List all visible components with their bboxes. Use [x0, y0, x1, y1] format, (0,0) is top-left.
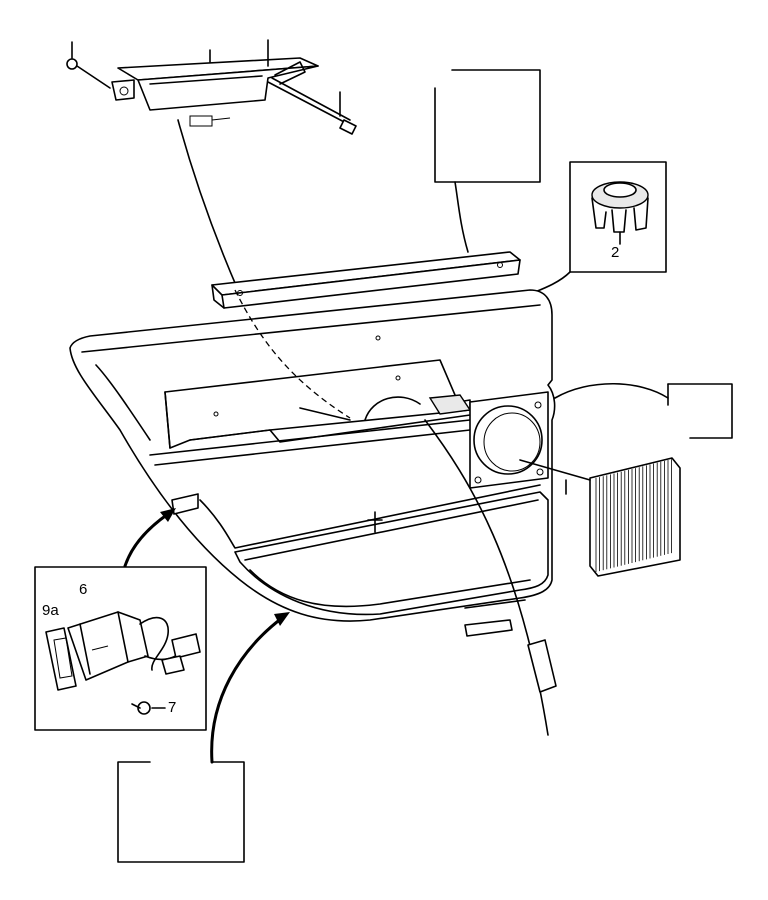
armrest-handle-assembly: [111, 39, 319, 127]
callout-box-top: [434, 69, 541, 253]
clip-inset-box: [534, 161, 667, 293]
long-bolt: [267, 77, 357, 135]
window-rail-strip: [211, 251, 521, 309]
speaker-grille: [519, 457, 681, 577]
label-part-9a: 9a: [42, 602, 59, 619]
label-part-6: 6: [79, 581, 88, 598]
callout-box-bottom: [117, 761, 245, 863]
switch-inset-box: [34, 566, 207, 731]
door-trim-panel: [69, 289, 556, 622]
door-lower-hardware: [464, 599, 557, 693]
dashed-guide-line: [234, 289, 351, 419]
lead-line-armrest: [177, 119, 239, 291]
lead-line-pocket: [299, 407, 351, 421]
label-part-2: 2: [611, 244, 620, 261]
label-part-7: 7: [168, 699, 177, 716]
callout-box-right: [554, 382, 733, 439]
pointer-arrows: [123, 508, 290, 764]
screw-top-left: [66, 41, 111, 89]
